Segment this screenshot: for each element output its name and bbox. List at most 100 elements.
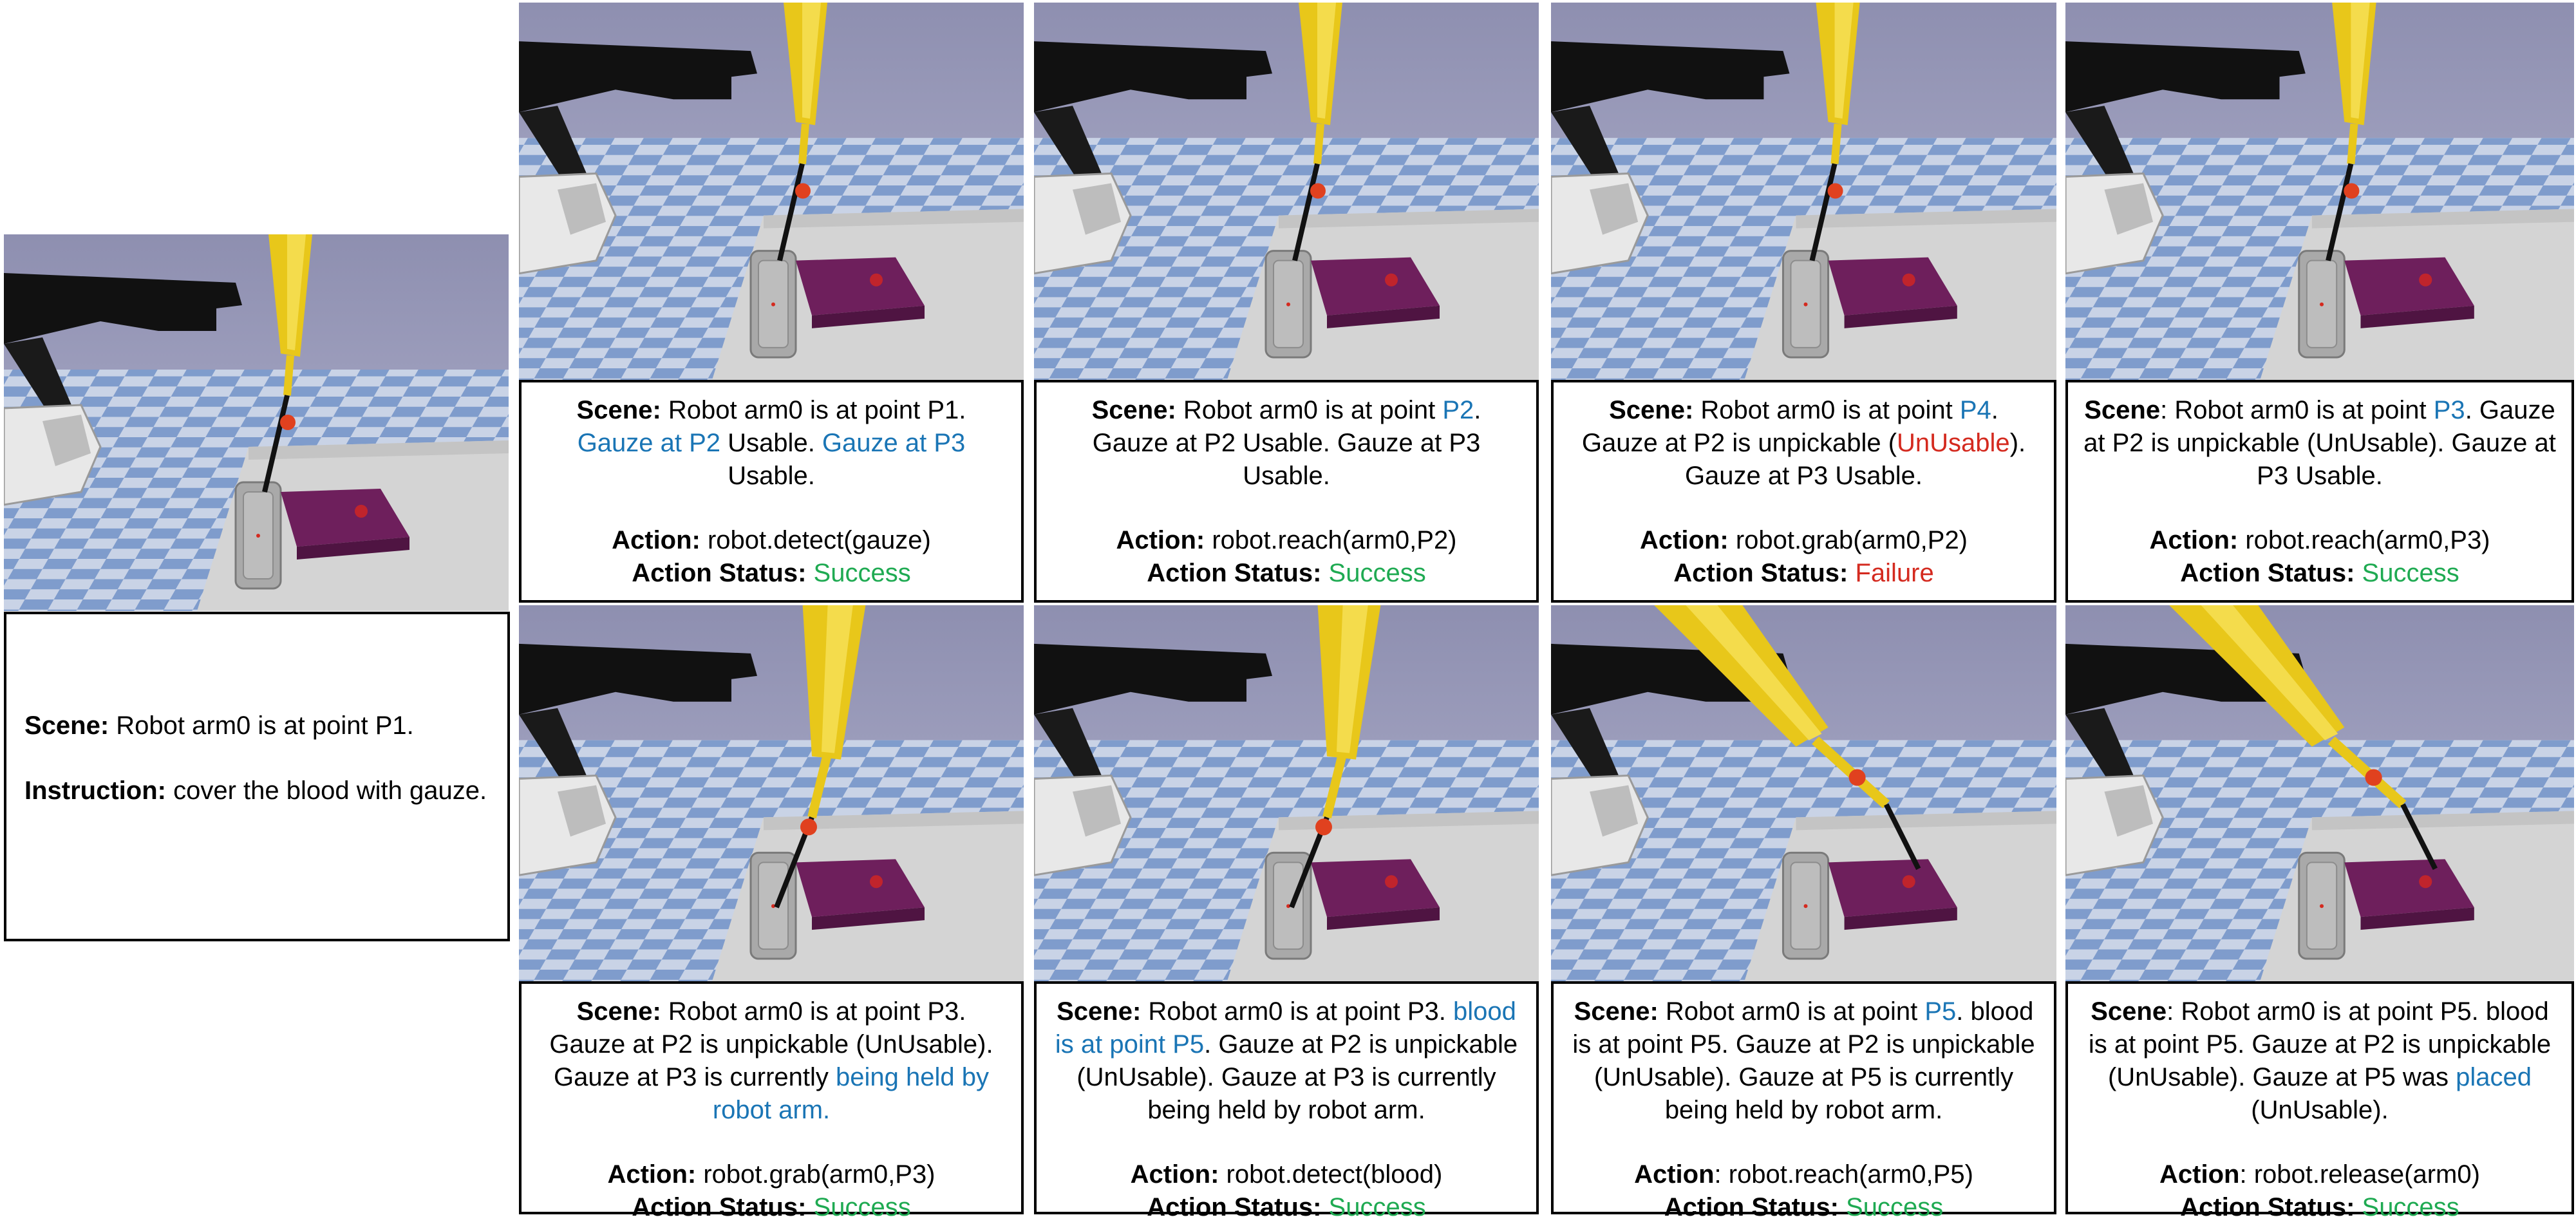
status-label: Action Status:: [1673, 559, 1848, 587]
status-label: Action Status:: [1147, 1193, 1322, 1221]
action-text: robot.grab(arm0,P3): [696, 1160, 935, 1189]
scene-label: Scene:: [1609, 396, 1694, 424]
scene-label: Scene:: [1057, 997, 1142, 1026]
step-action-line: Action: robot.reach(arm0,P3): [2068, 524, 2571, 557]
step-scene-text: Scene: Robot arm0 is at point P5. blood …: [1554, 995, 2054, 1127]
instruction-text: cover the blood with gauze.: [165, 777, 487, 805]
status-value: Success: [813, 559, 911, 587]
step-7-text-box: Scene: Robot arm0 is at point P5. blood …: [1551, 981, 2056, 1221]
scene-label: Scene:: [1091, 396, 1176, 424]
highlighted-text: placed: [2456, 1063, 2532, 1091]
action-label: Action:: [1639, 526, 1729, 554]
scene-text: : Robot arm0 is at point P5. blood is at…: [2088, 997, 2552, 1091]
status-value: Success: [1846, 1193, 1944, 1221]
action-text: robot.reach(arm0,P3): [2238, 526, 2490, 554]
action-text: robot.grab(arm0,P2): [1728, 526, 1968, 554]
step-action-line: Action: robot.release(arm0): [2068, 1158, 2571, 1191]
step-1-scene-image: [519, 3, 1024, 380]
scene-text: Robot arm0 is at point P1.: [109, 711, 414, 740]
step-scene-text: Scene: Robot arm0 is at point P3. blood …: [1037, 995, 1536, 1127]
step-status-line: Action Status: Success: [2068, 1191, 2571, 1224]
highlighted-text: P5: [1924, 997, 1957, 1026]
spacer: [2068, 493, 2571, 524]
step-status-line: Action Status: Success: [1037, 1191, 1536, 1224]
status-label: Action Status:: [2180, 559, 2355, 587]
step-scene-text: Scene: Robot arm0 is at point P1. Gauze …: [522, 394, 1021, 493]
step-action-line: Action: robot.grab(arm0,P2): [1554, 524, 2054, 557]
initial-scene-image: [4, 234, 509, 611]
step-3-text-box: Scene: Robot arm0 is at point P4. Gauze …: [1551, 380, 2056, 603]
status-value: Success: [2362, 1193, 2459, 1221]
step-scene-text: Scene: Robot arm0 is at point P3. Gauze …: [522, 995, 1021, 1127]
highlighted-text: P4: [1959, 396, 1991, 424]
status-value: Success: [813, 1193, 911, 1221]
action-label: Action:: [607, 1160, 697, 1189]
spacer: [1554, 1127, 2054, 1158]
scene-text: ). Gauze at P3 Usable.: [1684, 429, 2026, 490]
step-action-line: Action: robot.reach(arm0,P2): [1037, 524, 1536, 557]
scene-label: Scene:: [576, 997, 661, 1026]
action-label: Action:: [612, 526, 700, 554]
scene-label: Scene:: [24, 711, 109, 740]
initial-scene-line: Scene: Robot arm0 is at point P1.: [24, 710, 489, 742]
step-1-text-box: Scene: Robot arm0 is at point P1. Gauze …: [519, 380, 1024, 603]
scene-text: (UnUsable).: [2251, 1096, 2389, 1124]
scene-text: . Gauze at P2 is unpickable (UnUsable). …: [2083, 396, 2556, 490]
status-value: Failure: [1855, 559, 1934, 587]
step-3-scene-image: [1551, 3, 2056, 380]
instruction-label: Instruction:: [24, 777, 166, 805]
instruction-line: Instruction: cover the blood with gauze.: [24, 775, 489, 807]
highlighted-text: UnUsable: [1897, 429, 2010, 457]
step-5-text-box: Scene: Robot arm0 is at point P3. Gauze …: [519, 981, 1024, 1221]
spacer: [1037, 1127, 1536, 1158]
action-label: Action:: [1116, 526, 1205, 554]
step-5-scene-image: [519, 605, 1024, 981]
scene-label: Scene:: [576, 396, 661, 424]
spacer: [2068, 1127, 2571, 1158]
action-label: Action: [1634, 1160, 1715, 1189]
highlighted-text: being held by robot arm.: [712, 1063, 989, 1124]
step-action-line: Action: robot.detect(gauze): [522, 524, 1021, 557]
status-label: Action Status:: [2180, 1193, 2355, 1221]
action-label: Action:: [2149, 526, 2239, 554]
step-2-text-box: Scene: Robot arm0 is at point P2. Gauze …: [1034, 380, 1539, 603]
action-text: : robot.reach(arm0,P5): [1714, 1160, 1973, 1189]
scene-text: Robot arm0 is at point: [1658, 997, 1925, 1026]
status-value: Success: [1328, 1193, 1426, 1221]
step-status-line: Action Status: Success: [1037, 557, 1536, 590]
highlighted-text: Gauze at P3: [822, 429, 966, 457]
action-text: robot.detect(gauze): [700, 526, 931, 554]
step-action-line: Action: robot.grab(arm0,P3): [522, 1158, 1021, 1191]
status-label: Action Status:: [632, 1193, 807, 1221]
status-value: Success: [1328, 559, 1426, 587]
spacer: [1037, 493, 1536, 524]
spacer: [522, 493, 1021, 524]
step-scene-text: Scene: Robot arm0 is at point P3. Gauze …: [2068, 394, 2571, 493]
scene-label: Scene: [2084, 396, 2161, 424]
scene-text: . Gauze at P2 is unpickable (: [1581, 396, 1998, 457]
status-label: Action Status:: [1664, 1193, 1839, 1221]
action-label: Action:: [1130, 1160, 1219, 1189]
scene-label: Scene: [2091, 997, 2167, 1026]
highlighted-text: blood is at point P5: [1055, 997, 1516, 1059]
initial-instruction-box: Scene: Robot arm0 is at point P1. Instru…: [4, 612, 510, 941]
step-status-line: Action Status: Success: [2068, 557, 2571, 590]
status-label: Action Status:: [632, 559, 807, 587]
spacer: [1554, 493, 2054, 524]
step-status-line: Action Status: Success: [1554, 1191, 2054, 1224]
step-4-text-box: Scene: Robot arm0 is at point P3. Gauze …: [2065, 380, 2574, 603]
action-label: Action: [2159, 1160, 2240, 1189]
step-2-scene-image: [1034, 3, 1539, 380]
scene-text: Robot arm0 is at point: [1176, 396, 1443, 424]
scene-text: Usable.: [720, 429, 822, 457]
action-text: robot.reach(arm0,P2): [1205, 526, 1457, 554]
step-action-line: Action: robot.reach(arm0,P5): [1554, 1158, 2054, 1191]
scene-text: . blood is at point P5. Gauze at P2 is u…: [1572, 997, 2035, 1124]
step-scene-text: Scene: Robot arm0 is at point P2. Gauze …: [1037, 394, 1536, 493]
scene-text: : Robot arm0 is at point: [2160, 396, 2434, 424]
status-label: Action Status:: [1147, 559, 1322, 587]
step-status-line: Action Status: Success: [522, 1191, 1021, 1224]
step-status-line: Action Status: Failure: [1554, 557, 2054, 590]
step-8-text-box: Scene: Robot arm0 is at point P5. blood …: [2065, 981, 2574, 1221]
scene-text: . Gauze at P2 Usable. Gauze at P3 Usable…: [1092, 396, 1481, 490]
